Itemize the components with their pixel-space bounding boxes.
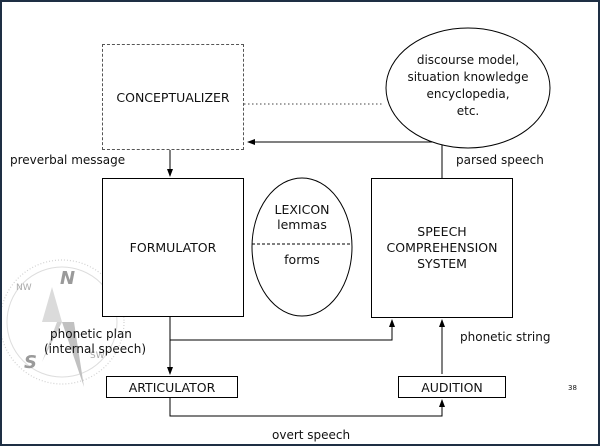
knowledge-line1: discourse model,: [416, 53, 520, 67]
audition-label: AUDITION: [421, 379, 483, 395]
formulator-label: FORMULATOR: [129, 240, 217, 255]
speech-comprehension-line3: SYSTEM: [417, 256, 467, 271]
lexicon-ellipse: [251, 177, 353, 317]
lexicon-bottom: forms: [252, 249, 352, 269]
articulator-label: ARTICULATOR: [128, 379, 216, 395]
compass-s-letter: S: [24, 352, 37, 373]
lexicon-lemmas: lemmas: [277, 217, 327, 232]
conceptualizer-box: CONCEPTUALIZER: [102, 44, 244, 150]
knowledge-ellipse: [385, 27, 551, 149]
lexicon-top: LEXICON lemmas: [252, 192, 352, 242]
articulator-box: ARTICULATOR: [106, 376, 238, 398]
speech-comprehension-box: SPEECH COMPREHENSION SYSTEM: [371, 178, 513, 318]
lexicon-title: LEXICON: [274, 202, 330, 217]
page-number: 38: [568, 384, 577, 392]
preverbal-message-label: preverbal message: [10, 153, 126, 167]
overt-speech-label: overt speech: [272, 428, 351, 442]
knowledge-line3: encyclopedia,: [426, 87, 510, 101]
speech-comprehension-line1: SPEECH: [417, 224, 467, 239]
lexicon-forms: forms: [284, 251, 320, 267]
knowledge-text: discourse model, situation knowledge enc…: [388, 36, 548, 136]
knowledge-line2: situation knowledge: [407, 70, 529, 84]
audition-box: AUDITION: [398, 376, 506, 398]
phonetic-string-label: phonetic string: [460, 330, 551, 344]
parsed-speech-label: parsed speech: [456, 153, 544, 167]
formulator-box: FORMULATOR: [102, 178, 244, 317]
compass-n-letter: N: [60, 268, 75, 289]
parsed-speech-arrow: [247, 139, 443, 178]
overt-speech-arrow: [169, 398, 445, 417]
conceptualizer-label: CONCEPTUALIZER: [116, 89, 230, 105]
phonetic-plan-label: phonetic plan: [50, 327, 132, 341]
compass-nw-label: NW: [16, 283, 32, 293]
compass-sw-label: SW: [90, 351, 105, 361]
knowledge-line4: etc.: [456, 104, 480, 118]
speech-comprehension-line2: COMPREHENSION: [386, 240, 498, 255]
internal-speech-arrow: [170, 319, 395, 341]
internal-speech-label: (internal speech): [44, 342, 147, 356]
